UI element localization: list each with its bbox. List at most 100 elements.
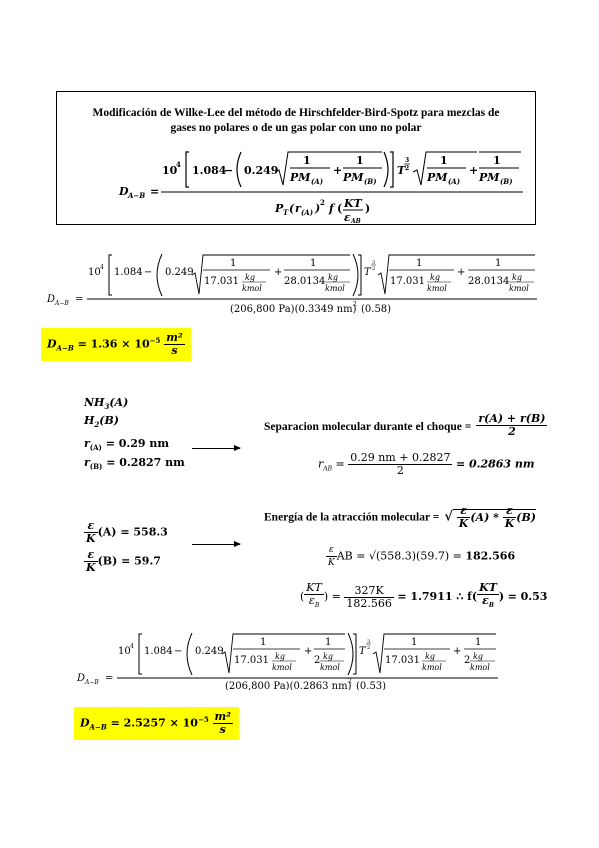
radius-a-sub: (A) [89,443,102,453]
minus-sign: − [224,164,233,177]
kt-calc-num: 327K [344,584,394,598]
title-line-2: gases no polares o de un gas polar con u… [170,122,422,134]
eq1-minus: − [144,267,152,278]
eq2-sqrt-2 [372,633,496,674]
plus-sign: + [333,164,342,177]
equation-2: D A−B = 10 4 1.084 − 0.249 1 17.031 kg k… [76,632,498,690]
eq2-ma-2: 17.031 [385,655,420,666]
eq1-sqrt-1 [191,254,350,295]
energy-ab-eps: ε [326,544,337,557]
equation-1: D A−B = 10 4 1.084 − 0.249 1 17.031 kg k… [46,253,537,315]
eq1-ma-2: 17.031 [390,276,425,287]
separation-calc-num: 0.29 nm + 0.2827 [348,451,453,465]
pm-b2-sub: (B) [500,177,513,186]
eq1-paren-l [156,253,163,297]
eq2-paren-l [186,632,193,676]
f-eps: εB [482,594,494,610]
den-f: f [328,202,336,215]
t-exp-den: 2 [405,165,409,172]
den-paren2-open: ( [337,202,342,215]
paren-right [383,151,389,188]
separation-result: = 0.2863 nm [455,457,535,471]
eq1-lhs-sub: A−B [54,300,69,307]
den-r-sub: (A) [301,208,313,217]
eq1-coef-exp: 4 [100,264,104,271]
eq1-kmol-a: kmol [242,284,262,293]
coef-exp: 4 [176,160,181,169]
result-2-unit-num: m² [212,710,234,724]
eq1-one-c: 1 [416,258,422,269]
kt-calc-den: 182.566 [346,596,392,610]
radius-b-label: r [84,456,90,470]
radius-b: r(B) = 0.2827 nm [84,455,185,474]
eq2-coef-exp: 4 [130,643,134,650]
formula-title: Modificación de Wilke-Lee del método de … [63,106,529,136]
pm-a-sub: (A) [311,177,323,186]
species-a: NH3(A) [84,396,128,414]
f-kt: KT [477,581,499,595]
eq1-mb-2: 28.0134 [468,276,509,287]
energy-sqrt: √ [444,509,453,525]
eq1-ma: 17.031 [204,276,239,287]
energy-ab-result: 182.566 [465,549,516,563]
eq1-c1: 1.084 [114,267,143,278]
eq2-mb-2: 2 [464,655,470,666]
eq1-den-tail: (0.58) [361,304,391,315]
separation-calc-den: 2 [396,464,404,477]
result-2-value: = 2.5257 × 10 [110,716,198,730]
eq1-one-a: 1 [230,258,236,269]
eq2-lhs: D [76,673,85,684]
pm-a: PM [289,171,311,184]
eq2-one-c: 1 [411,637,417,648]
species-b: H2(B) [84,414,128,432]
eq2-t-exp-num: 3 [367,639,370,645]
eq1-kg-a: kg [245,273,255,282]
eq2-den-tail: (0.53) [356,681,386,690]
den-paren-open: ( [289,202,295,215]
den-exp: 2 [320,198,325,207]
den-eps: ε [344,211,351,224]
eq1-lhs: D [46,294,55,305]
eq1-plus-2: + [457,267,465,278]
energy-rhs-a: (A) * [470,510,499,524]
result-1-exp: −5 [149,335,161,345]
eq2-minus: − [174,646,182,657]
eq1-den: (206,800 Pa)(0.3349 nm) [230,304,357,315]
eq1-coef: 10 [88,267,101,278]
radii-list: r(A) = 0.29 nm r(B) = 0.2827 nm [84,436,185,474]
radius-b-value: = 0.2827 nm [106,456,185,470]
eq2-sqrt-1 [221,633,345,674]
eq2-coef: 10 [118,646,131,657]
one-d: 1 [493,154,501,167]
epsilon-b-value: (B) = 59.7 [97,554,161,568]
title-line-1: Modificación de Wilke-Lee del método de … [92,107,500,119]
radius-a-value: = 0.29 nm [105,437,170,450]
radius-a-label: r [84,437,90,450]
eq2-lhs-sub: A−B [84,679,99,686]
pm-a2: PM [426,171,448,184]
result-1-unit-den: s [171,344,178,357]
radius-b-sub: (B) [89,462,103,472]
eq2-one-d: 1 [475,637,481,648]
result-1-lhs: D [47,337,57,351]
energy-eps-b: ε [502,505,517,518]
eq1-one-d: 1 [495,258,501,269]
bracket-left [185,151,189,188]
eq1-bracket-l [108,254,112,296]
eq2-bracket-l [138,633,142,675]
separation-frac: r(A) + r(B)2 [476,413,548,438]
result-1-lhs-sub: A−B [56,343,74,353]
pm-b2: PM [478,171,500,184]
species-b-sub: 2 [94,420,100,430]
eq2-ma: 17.031 [234,655,269,666]
epsilon-a-k: K [86,532,96,545]
f-result: = 0.53 [507,590,548,604]
eq2-t: T [359,646,367,657]
